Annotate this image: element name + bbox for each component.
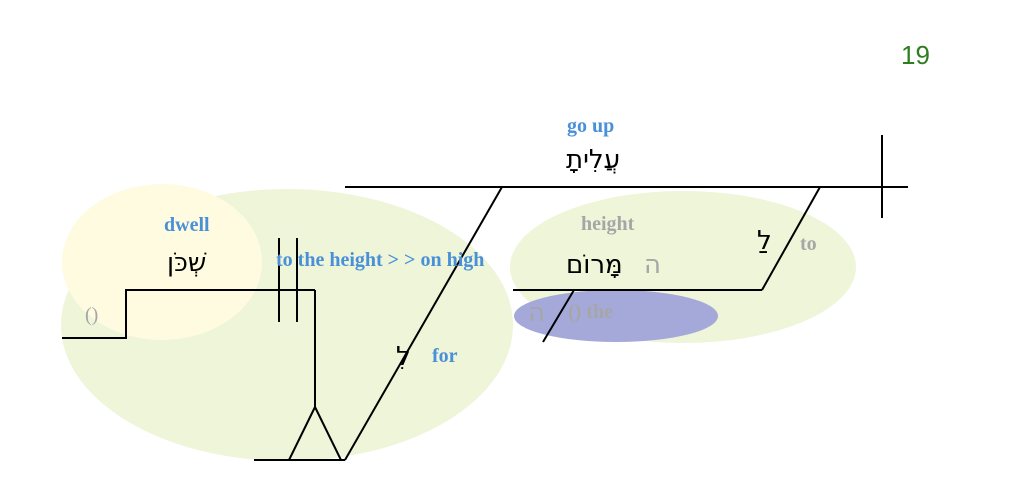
bubble-dwell xyxy=(62,184,262,340)
hebrew-to: לַ xyxy=(757,226,772,256)
gloss-for: for xyxy=(432,345,458,367)
gloss-the: () the xyxy=(568,301,613,323)
gloss-go-up: go up xyxy=(567,115,615,137)
dwell-baseline xyxy=(62,289,315,339)
subject-placeholder: () xyxy=(85,304,99,326)
bubble-article xyxy=(514,290,718,342)
hebrew-height-prefix: ה xyxy=(644,250,661,280)
gloss-dwell: dwell xyxy=(164,214,210,236)
gloss-to: to xyxy=(800,233,817,255)
page-number: 19 xyxy=(901,40,930,70)
hebrew-height: מָּרוֹם xyxy=(566,250,623,280)
gloss-height: height xyxy=(581,213,635,235)
to-slant xyxy=(761,186,821,291)
infinitive-pedestal xyxy=(287,406,343,461)
phrase-gloss-on-high: to the height > > on high xyxy=(276,249,485,271)
hebrew-for: לִ xyxy=(396,342,411,372)
hebrew-the: ה xyxy=(528,298,545,328)
article-slant xyxy=(542,289,575,343)
hebrew-dwell: שְׁכֹּן xyxy=(167,248,207,278)
for-slant xyxy=(344,186,503,461)
hebrew-go-up: עֲלִיתָ xyxy=(566,145,621,175)
